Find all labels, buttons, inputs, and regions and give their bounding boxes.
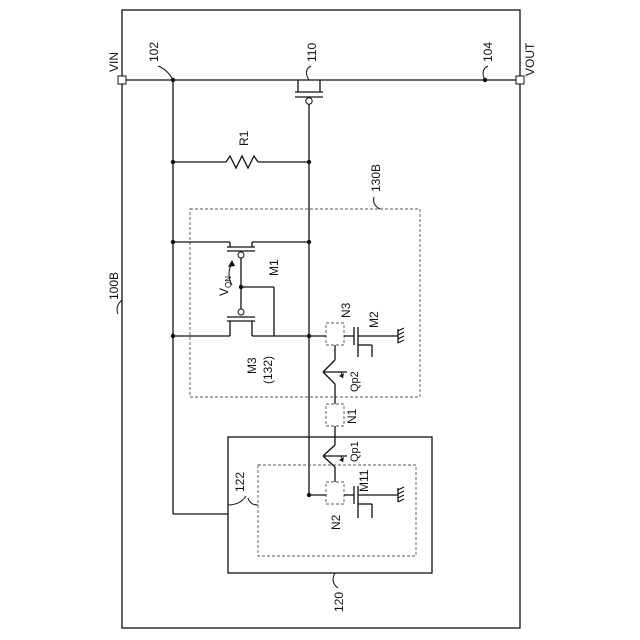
von-label-main: V [217,288,231,296]
ground-symbol [398,487,404,502]
von-arrow-head [228,260,235,267]
von-label-sub: ON [224,276,233,288]
ground-symbol [398,328,404,343]
transistor-qp1 [323,440,347,482]
leader-line [158,66,173,80]
m1-label: M1 [267,259,281,276]
junction-dot [171,160,175,164]
node-n3-box [326,323,344,345]
block-120-outline [228,437,432,573]
m2-label: M2 [367,311,381,328]
ref-130b-label: 130B [369,164,383,192]
vout-terminal[interactable] [516,76,524,84]
junction-dot [171,334,175,338]
ref-122-label: 122 [233,472,247,492]
node-n2-box [326,482,344,504]
qp2-label: Qp2 [349,371,361,392]
transistor-m1 [173,242,309,287]
device-100b-outline [122,10,520,628]
block-122-outline [258,465,416,556]
vin-terminal[interactable] [118,76,126,84]
leader-line [333,573,338,588]
resistor-r1 [226,156,258,168]
block-130b-outline [190,209,420,397]
von-label: VON [217,276,233,296]
m11-label: M11 [357,469,371,492]
node-n1-box [326,404,344,426]
junction-dot [307,240,311,244]
junction-dot [307,493,311,497]
ref-104-label: 104 [481,42,495,62]
ref-132-label: (132) [261,356,275,384]
ref-102-label: 102 [147,42,161,62]
n2-label: N2 [329,514,343,530]
transistor-m3 [227,309,255,336]
junction-dot [307,160,311,164]
transistor-m2 [354,327,398,357]
m3-label: M3 [245,357,259,374]
ref-100b-label: 100B [107,272,121,300]
junction-dot [171,240,175,244]
leader-line [117,300,122,314]
n3-label: N3 [339,302,353,318]
qp1-label: Qp1 [349,441,361,462]
transistor-qp2 [323,345,347,404]
n1-label: N1 [345,408,359,424]
leader-line [306,66,311,80]
vin-label: VIN [107,52,121,72]
leader-line [374,197,380,209]
ref-120-label: 120 [332,592,346,612]
pass-transistor-110 [295,80,323,110]
leader-line [228,496,246,505]
r1-label: R1 [237,130,251,146]
leader-line [248,498,258,505]
vout-label: VOUT [523,42,537,76]
ref-110-label: 110 [305,43,319,62]
